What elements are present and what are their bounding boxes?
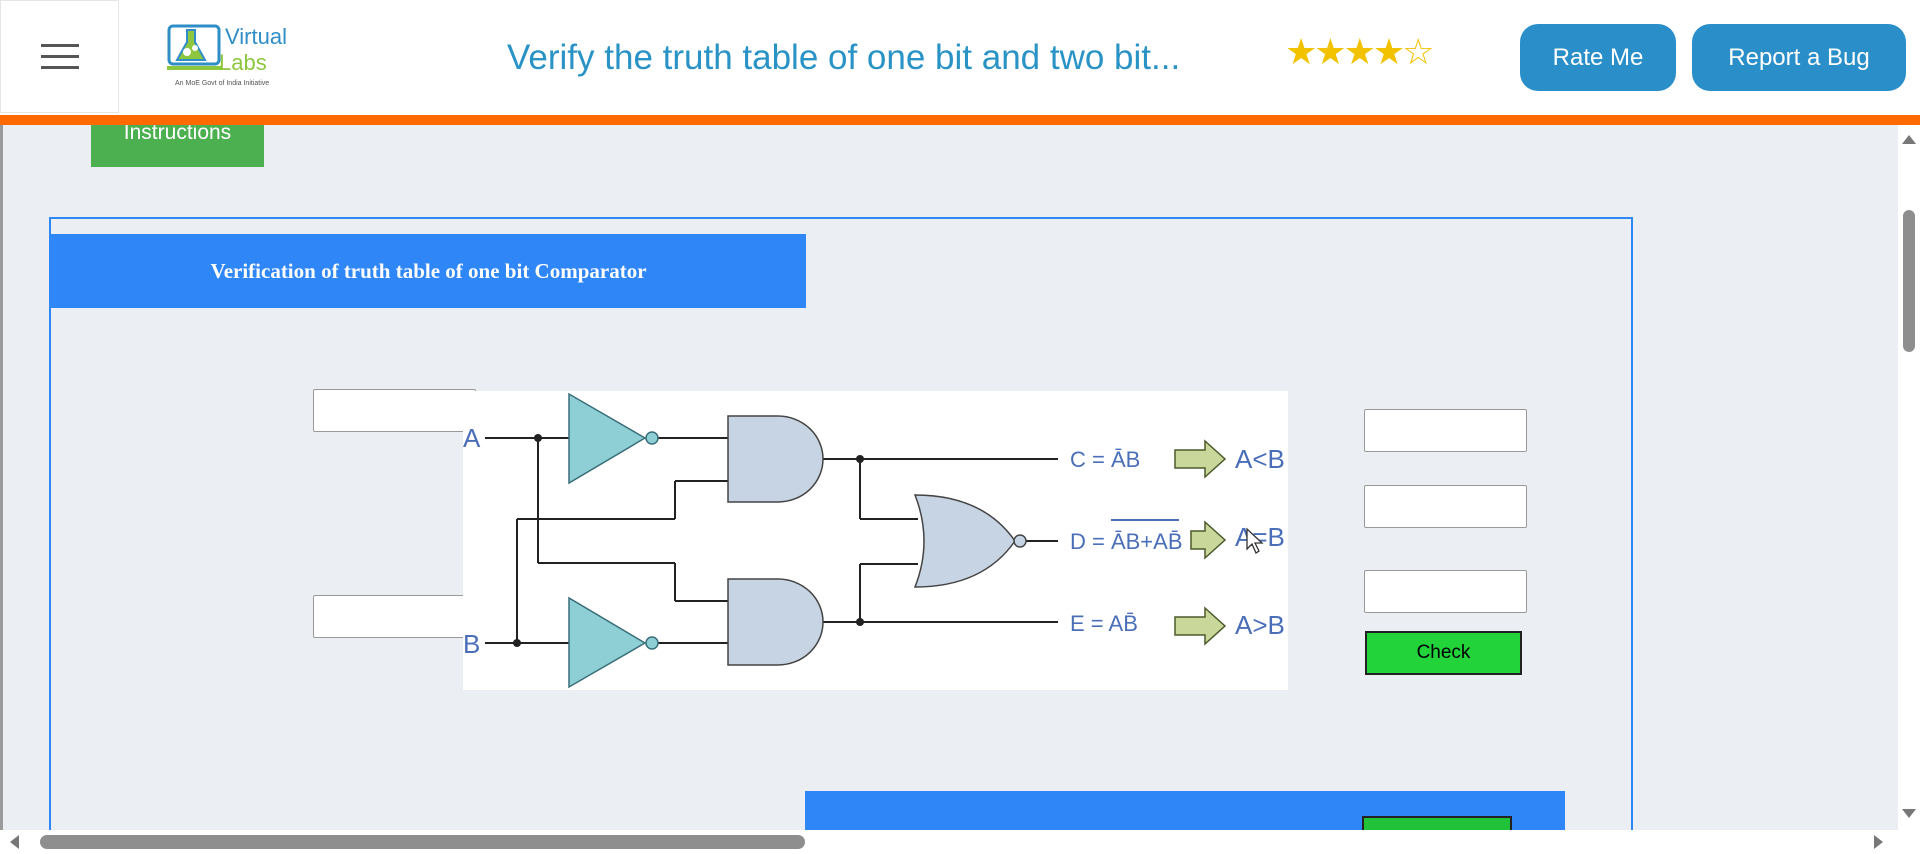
horizontal-scroll-thumb[interactable] [40,835,805,849]
comparator-panel: Verification of truth table of one bit C… [49,217,1633,830]
star-filled-icon[interactable]: ★ [1372,31,1405,72]
logo-text-labs: Labs [219,50,267,75]
expression-d: D = ĀB+AB̄ [1070,529,1183,554]
report-bug-button[interactable]: Report a Bug [1692,24,1906,91]
expression-c: C = ĀB [1070,447,1140,472]
simulation-area: Instructions Verification of truth table… [0,125,1898,830]
star-filled-icon[interactable]: ★ [1285,31,1317,72]
star-empty-icon[interactable]: ☆ [1402,31,1434,72]
virtual-labs-logo[interactable]: Virtual Labs An MoE Govt of India Initia… [165,18,300,94]
logo-tagline: An MoE Govt of India Initiative [175,80,270,87]
scroll-down-arrow-icon[interactable] [1902,809,1916,818]
output-eq-field[interactable] [1364,485,1527,528]
truth-table-action-button[interactable] [1362,816,1512,830]
expression-e: E = AB̄ [1070,611,1138,636]
logo-text-virtual: Virtual [225,24,287,49]
hamburger-menu-button[interactable] [0,0,119,113]
check-button[interactable]: Check [1365,631,1522,675]
vertical-scrollbar[interactable] [1898,125,1920,830]
header-divider [0,115,1920,125]
input-a-field[interactable] [313,389,476,432]
flask-icon [167,24,221,70]
scroll-right-arrow-icon[interactable] [1874,835,1883,849]
instructions-label: Instructions [123,125,232,144]
star-rating[interactable]: ★★★★☆ [1285,31,1434,73]
star-filled-icon[interactable]: ★ [1343,31,1376,72]
page-title: Verify the truth table of one bit and tw… [507,38,1181,77]
scroll-up-arrow-icon[interactable] [1902,135,1916,144]
output-gt-field[interactable] [1364,570,1527,613]
star-filled-icon[interactable]: ★ [1314,31,1346,72]
circuit-label-b: B [463,629,480,659]
arrow-icon [1190,520,1227,560]
instructions-button[interactable]: Instructions [91,125,264,167]
panel-title: Verification of truth table of one bit C… [51,234,806,308]
top-header: Virtual Labs An MoE Govt of India Initia… [0,0,1920,115]
output-label-gt: A>B [1235,610,1285,640]
output-label-lt: A<B [1235,444,1285,474]
circuit-label-a: A [463,423,481,453]
comparator-circuit-diagram: A B C = ĀB D = ĀB+AB̄ E = AB̄ A<B A=B A>… [463,391,1288,690]
hamburger-icon [40,36,79,77]
logic-circuit: A B C = ĀB D = ĀB+AB̄ E = AB̄ A<B A=B A>… [463,392,1285,689]
output-lt-field[interactable] [1364,409,1527,452]
arrow-icon [1174,606,1227,646]
input-b-field[interactable] [313,595,476,638]
rate-me-button[interactable]: Rate Me [1520,24,1676,91]
scroll-left-arrow-icon[interactable] [10,835,19,849]
output-label-eq: A=B [1235,522,1285,552]
logo-wordmark: Virtual Labs [219,24,287,76]
horizontal-scrollbar[interactable] [0,830,1920,854]
mouse-cursor-icon [1246,527,1264,554]
arrow-icon [1174,439,1227,479]
vertical-scroll-thumb[interactable] [1903,210,1915,352]
